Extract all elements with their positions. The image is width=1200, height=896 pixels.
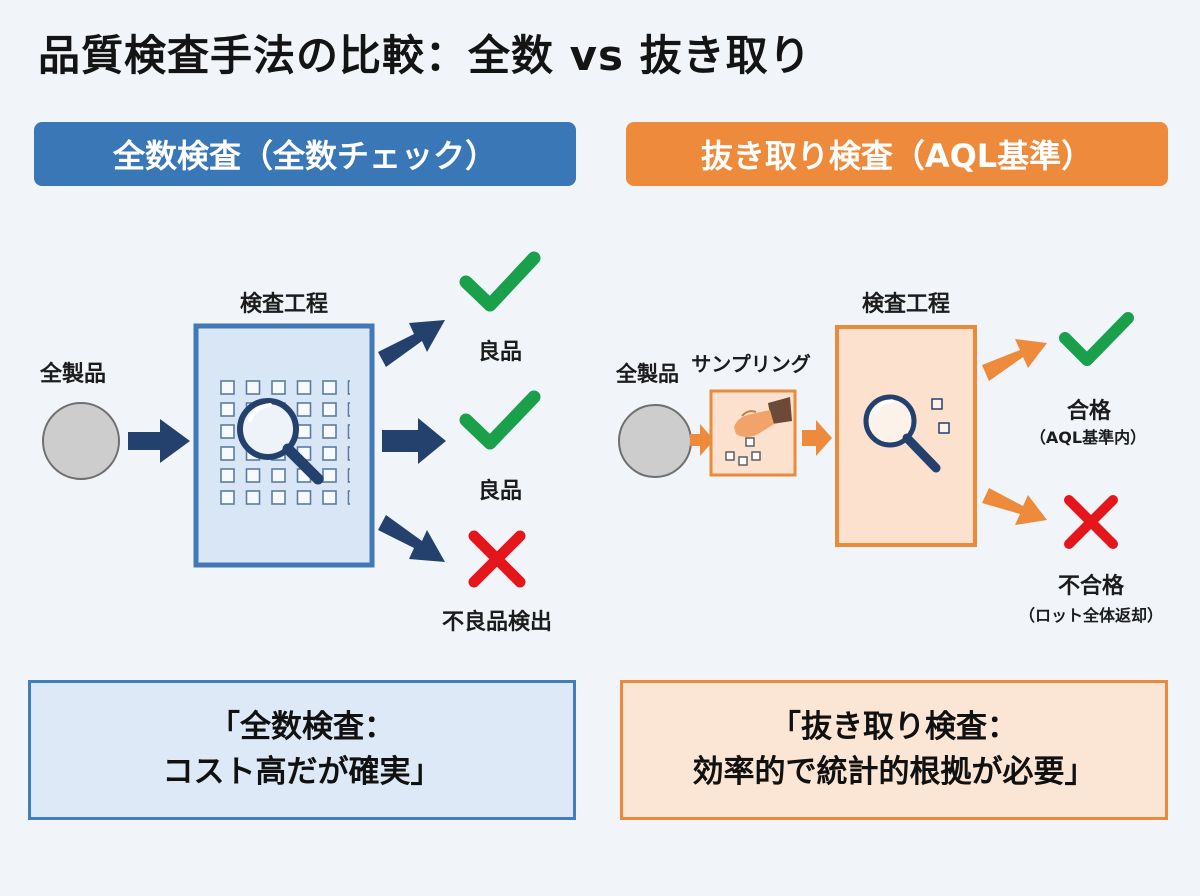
check-icon <box>459 251 541 312</box>
arrow-icon <box>802 420 832 456</box>
arrow-icon <box>382 418 446 464</box>
sampling-label: サンプリング <box>691 352 811 376</box>
summary-line: 「抜き取り検査： <box>770 709 1018 746</box>
output-label-defect: 不良品検出 <box>441 610 553 635</box>
summary-line: コスト高だが確実」 <box>162 754 442 790</box>
summary-line: 効率的で統計的根拠が必要」 <box>692 754 1096 790</box>
fail-note: （ロット全体返却） <box>1018 606 1164 625</box>
arrow-icon <box>378 515 445 562</box>
arrow-icon <box>690 424 714 456</box>
check-icon <box>459 390 541 450</box>
inspection-process-box <box>193 323 375 568</box>
output-label-good: 良品 <box>477 479 523 504</box>
input-label: 全製品 <box>40 362 107 387</box>
inspection-process-box <box>835 325 977 547</box>
fail-label: 不合格 <box>1057 574 1125 599</box>
pass-note: （AQL基準内） <box>1029 428 1147 447</box>
check-icon <box>1059 312 1134 366</box>
comparison-diagram <box>42 251 1134 588</box>
magnifier-icon <box>863 394 941 473</box>
cross-icon <box>468 530 526 588</box>
page-title: 品質検査手法の比較：全数 vs 抜き取り <box>38 31 812 80</box>
arrow-icon <box>982 339 1047 381</box>
pass-label: 合格 <box>1066 399 1112 424</box>
sampling-box <box>709 389 797 477</box>
summary-line: 「全数検査： <box>209 709 395 746</box>
sampling-inspection-summary: 「抜き取り検査： 効率的で統計的根拠が必要」 <box>620 680 1168 820</box>
sampling-inspection-banner: 抜き取り検査（AQL基準） <box>626 122 1168 186</box>
full-inspection-banner: 全数検査（全数チェック） <box>34 122 576 186</box>
hand-icon <box>734 397 792 437</box>
cross-icon <box>1064 495 1118 549</box>
product-lot-circle <box>618 404 692 478</box>
product-lot-circle <box>42 402 120 480</box>
input-label: 全製品 <box>616 362 679 386</box>
arrow-icon <box>378 320 445 367</box>
magnifier-icon <box>237 398 324 485</box>
full-inspection-summary: 「全数検査： コスト高だが確実」 <box>28 680 576 820</box>
process-label: 検査工程 <box>861 292 951 317</box>
process-label: 検査工程 <box>239 292 329 317</box>
arrow-icon <box>128 419 190 463</box>
arrow-icon <box>982 488 1047 525</box>
output-label-good: 良品 <box>477 340 523 365</box>
